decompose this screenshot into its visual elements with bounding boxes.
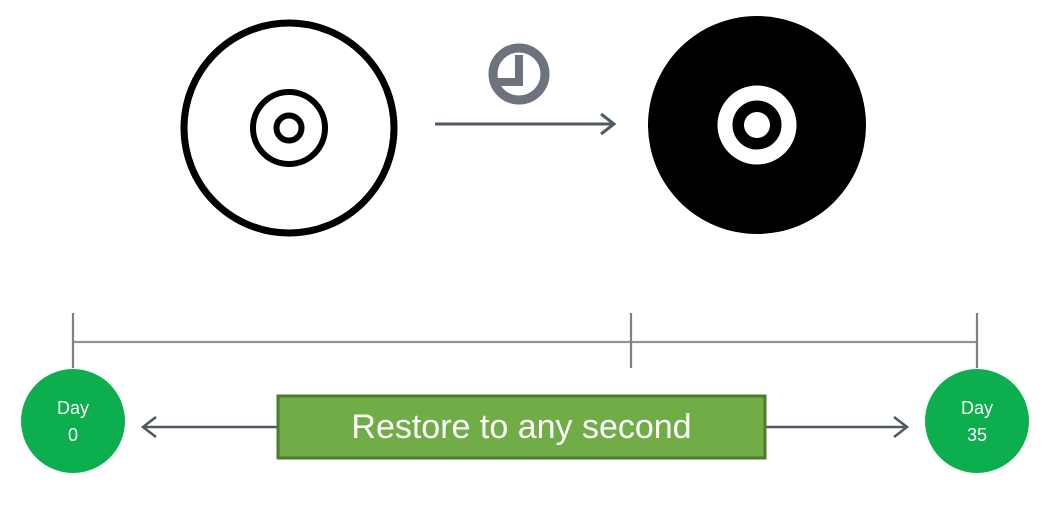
timeline-axis bbox=[71, 313, 979, 368]
restore-range-label-box[interactable]: Restore to any second bbox=[276, 394, 767, 460]
timeline-start-node[interactable]: Day 0 bbox=[21, 369, 125, 473]
transform-right-arrow-icon bbox=[435, 112, 617, 136]
end-node-label-line2: 35 bbox=[967, 425, 987, 445]
end-node-circle[interactable] bbox=[925, 369, 1029, 473]
start-node-label-line2: 0 bbox=[68, 425, 78, 445]
end-node-label-line1: Day bbox=[961, 398, 993, 418]
optical-disc-filled-icon bbox=[648, 16, 866, 234]
restore-range-box-rect[interactable] bbox=[276, 394, 767, 460]
timeline-end-node[interactable]: Day 35 bbox=[925, 369, 1029, 473]
restore-range-label-text: Restore to any second bbox=[351, 408, 691, 446]
range-right-arrow-icon bbox=[766, 415, 910, 439]
start-node-label-line1: Day bbox=[57, 398, 89, 418]
start-node-circle[interactable] bbox=[21, 369, 125, 473]
range-left-arrow-icon bbox=[140, 415, 277, 439]
clock-icon bbox=[488, 43, 550, 105]
optical-disc-outline-icon bbox=[180, 19, 398, 237]
